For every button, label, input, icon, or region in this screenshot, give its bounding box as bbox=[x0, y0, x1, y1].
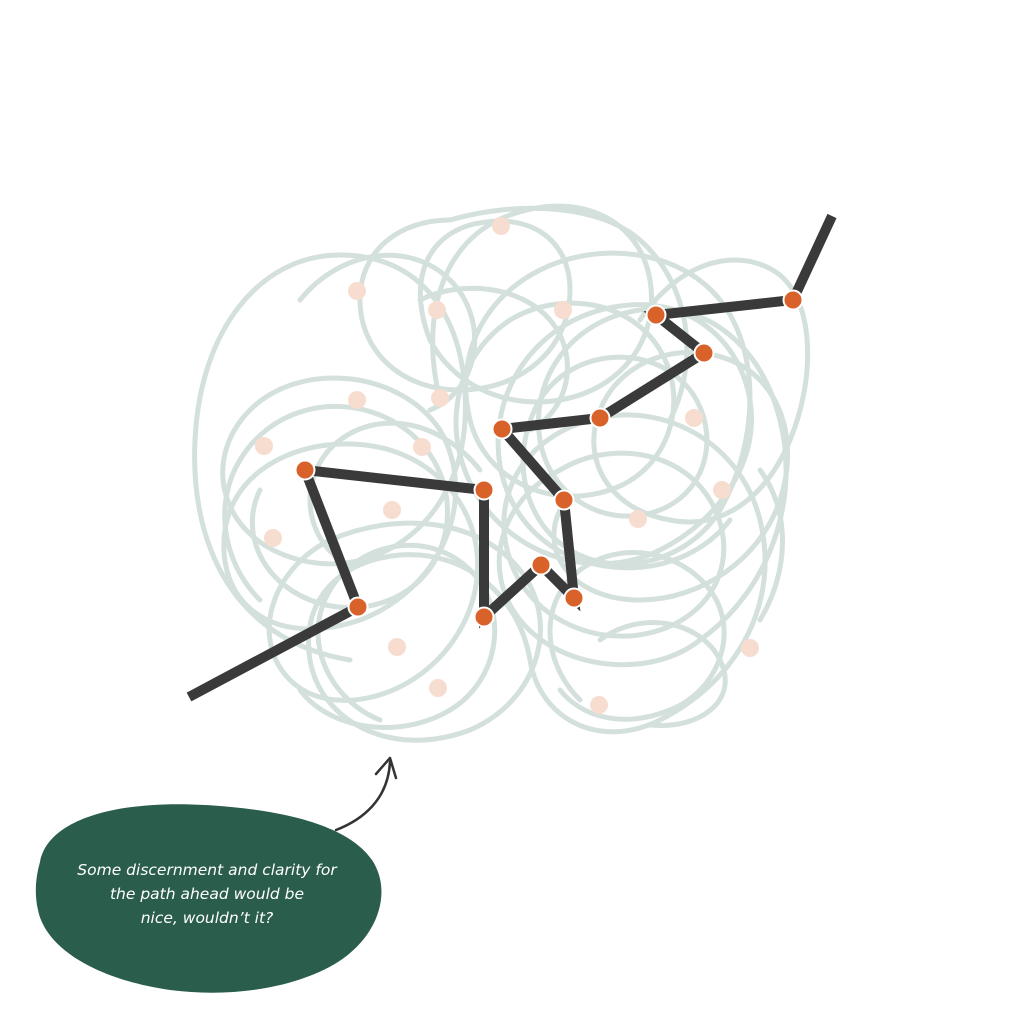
path-node bbox=[347, 596, 369, 618]
scribble-loop bbox=[297, 687, 453, 730]
scribble-loop bbox=[315, 542, 498, 723]
scribble-loop bbox=[597, 620, 728, 729]
path-node bbox=[473, 606, 495, 628]
bubble-line: the path ahead would be bbox=[109, 885, 305, 903]
faded-dot-group bbox=[255, 217, 759, 714]
scribble-loop bbox=[266, 520, 523, 703]
path-node bbox=[645, 304, 667, 326]
faded-dot bbox=[388, 638, 406, 656]
path-node bbox=[530, 554, 552, 576]
scribble-loop bbox=[495, 302, 733, 571]
path-node bbox=[553, 489, 575, 511]
scribble-loop bbox=[537, 354, 710, 519]
scribble-loop bbox=[222, 403, 383, 603]
faded-dot bbox=[429, 679, 447, 697]
scribble-loop bbox=[547, 550, 727, 722]
speech-bubble bbox=[35, 804, 382, 993]
faded-dot bbox=[348, 282, 366, 300]
faded-dot bbox=[492, 217, 510, 235]
faded-dot bbox=[413, 438, 431, 456]
scribble-loop bbox=[591, 349, 791, 603]
scribble-loop bbox=[536, 306, 789, 643]
path-node bbox=[491, 418, 513, 440]
scribble-loop bbox=[221, 441, 481, 633]
bubble-text: Some discernment and clarity for the pat… bbox=[52, 858, 362, 930]
tangled-scribble bbox=[192, 203, 811, 743]
scribble-loop bbox=[637, 257, 811, 525]
faded-dot bbox=[428, 301, 446, 319]
bubble-line: Some discernment and clarity for bbox=[77, 861, 337, 879]
faded-dot bbox=[685, 409, 703, 427]
scribble-loop bbox=[507, 450, 727, 639]
path-node bbox=[294, 459, 316, 481]
arrow-icon bbox=[334, 756, 398, 832]
bubble-line: nice, wouldn’t it? bbox=[140, 909, 274, 927]
scribble-loop bbox=[417, 218, 573, 343]
scribble-loop bbox=[307, 420, 483, 563]
faded-dot bbox=[264, 529, 282, 547]
scribble-loop bbox=[467, 300, 677, 499]
path-node bbox=[782, 289, 804, 311]
faded-dot bbox=[629, 510, 647, 528]
scribble-loop bbox=[357, 217, 573, 393]
faded-dot bbox=[255, 437, 273, 455]
scribble-loop bbox=[192, 252, 468, 663]
path-node bbox=[563, 587, 585, 609]
scribble-loop bbox=[757, 467, 785, 623]
faded-dot bbox=[741, 639, 759, 657]
scribble-loop bbox=[427, 203, 654, 405]
scribble-loop bbox=[417, 285, 570, 433]
path-node-group bbox=[294, 289, 804, 628]
path-node bbox=[473, 479, 495, 501]
scribble-loop bbox=[297, 252, 478, 413]
faded-dot bbox=[348, 391, 366, 409]
faded-dot bbox=[713, 481, 731, 499]
faded-dot bbox=[590, 696, 608, 714]
path-node bbox=[693, 342, 715, 364]
path-node bbox=[589, 407, 611, 429]
faded-dot bbox=[383, 501, 401, 519]
faded-dot bbox=[554, 301, 572, 319]
faded-dot bbox=[431, 389, 449, 407]
scribble-loop bbox=[249, 412, 450, 611]
scribble-loop bbox=[307, 567, 543, 743]
